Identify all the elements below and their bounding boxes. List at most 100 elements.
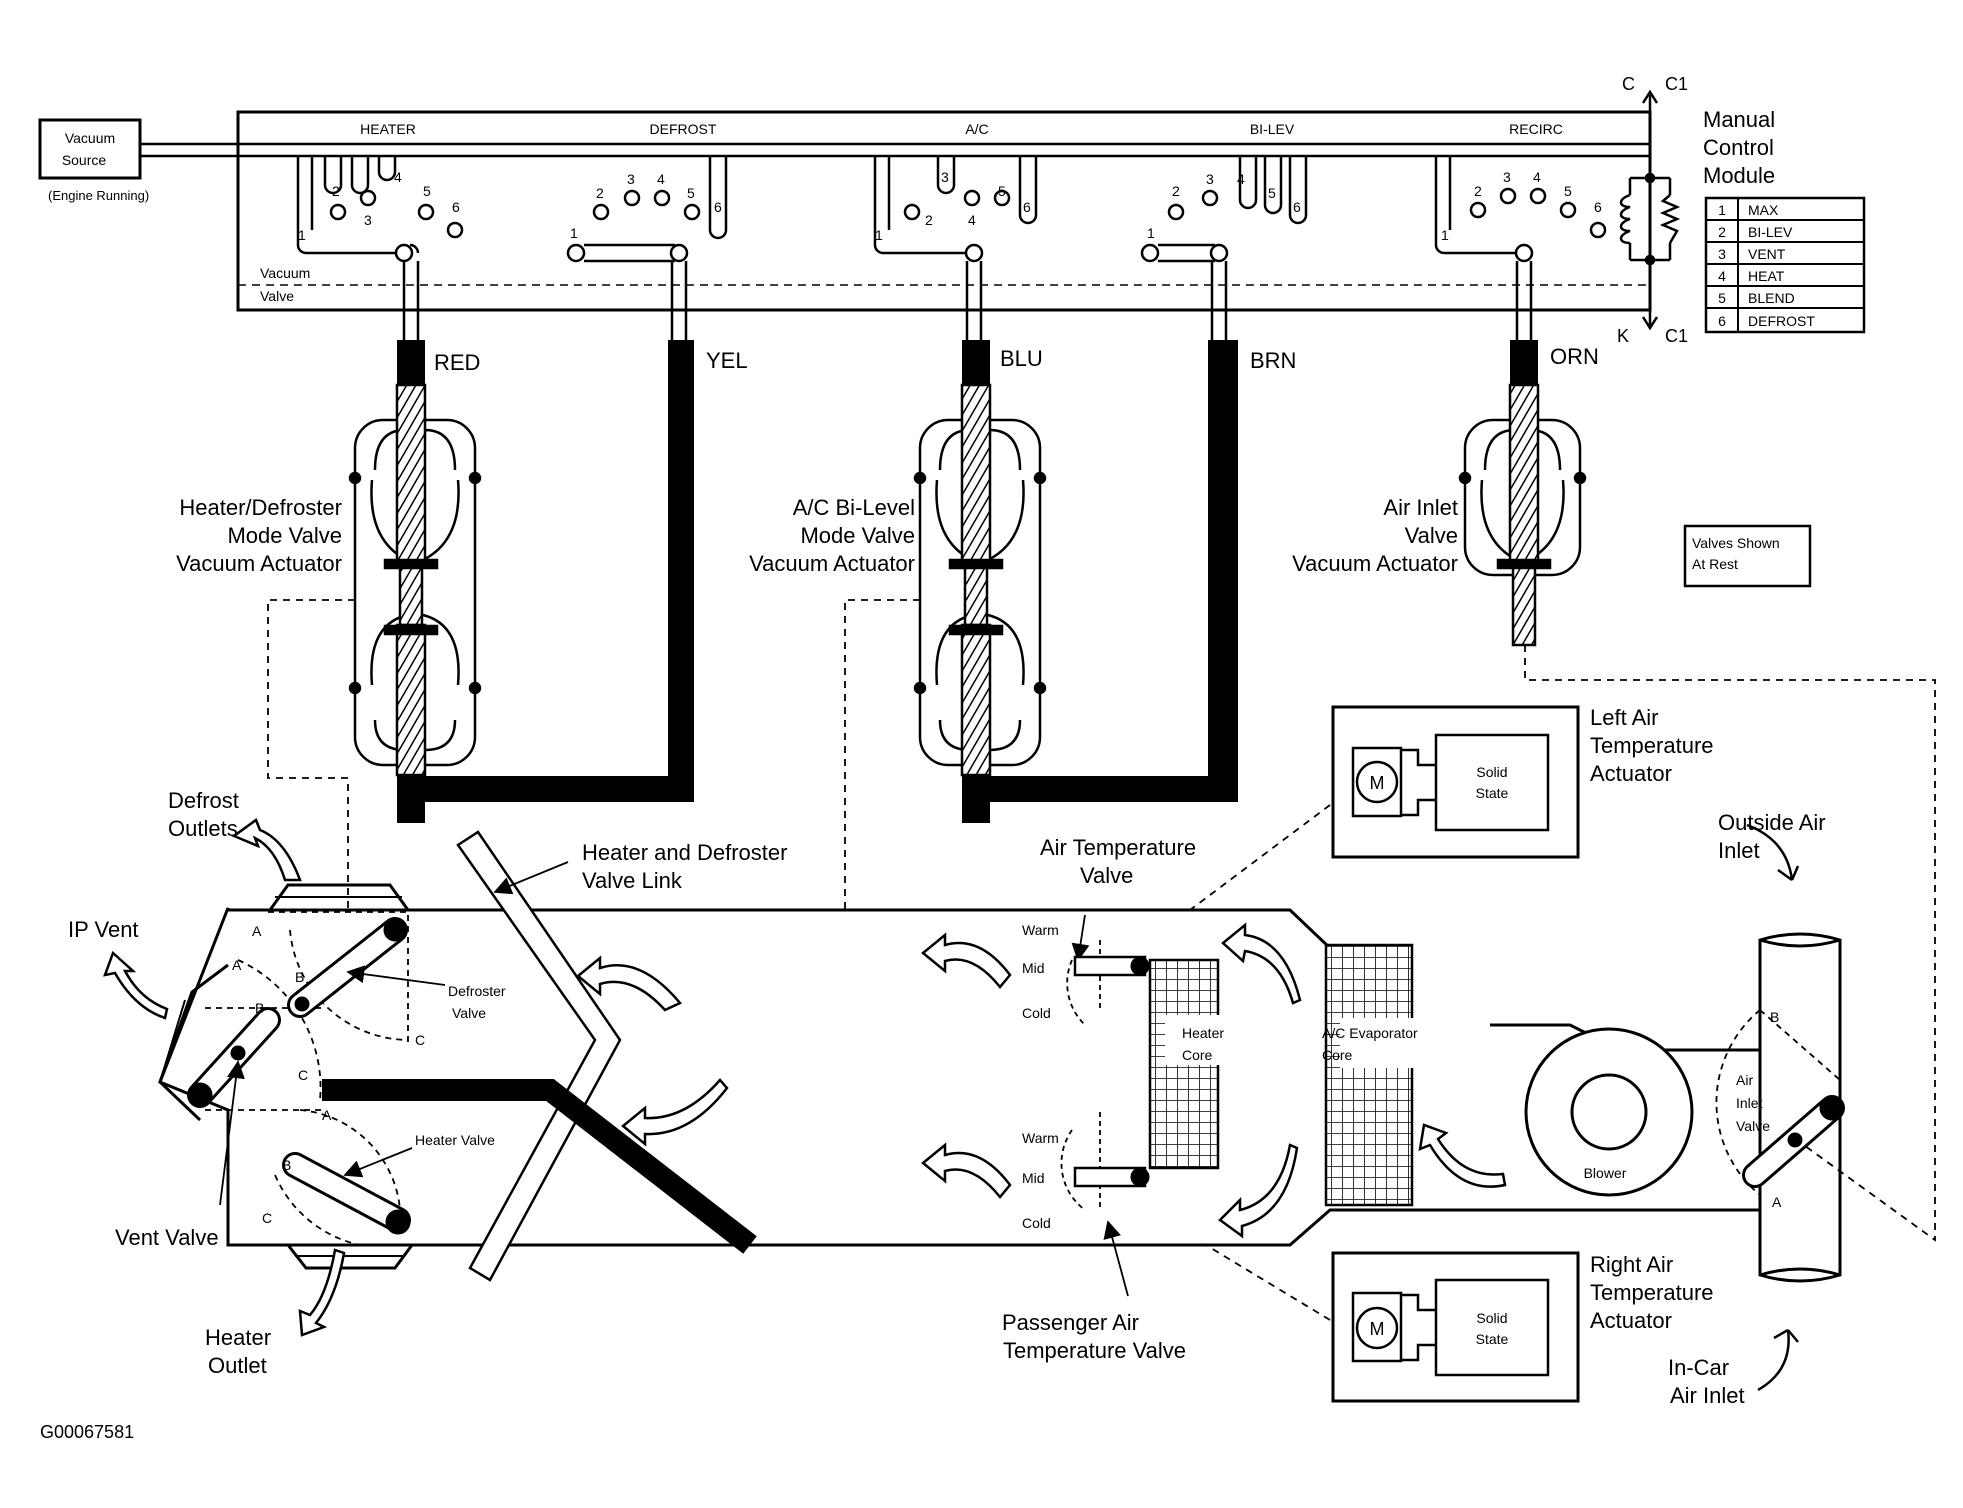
svg-text:Valve: Valve xyxy=(452,1005,486,1021)
svg-text:C: C xyxy=(415,1032,425,1048)
connector-bottom-c1: C1 xyxy=(1665,326,1688,346)
module-title-1: Manual xyxy=(1703,107,1775,132)
port-num: 3 xyxy=(941,169,949,185)
motor-icon xyxy=(1355,1306,1399,1350)
port-num: 5 xyxy=(1268,185,1276,201)
svg-text:Air Inlet: Air Inlet xyxy=(1383,495,1458,520)
vacuum-valve-label-1: Vacuum xyxy=(260,265,310,281)
hose-label-yel: YEL xyxy=(706,348,748,373)
svg-text:Valve Link: Valve Link xyxy=(582,868,683,893)
svg-text:Inlet: Inlet xyxy=(1736,1095,1763,1111)
connector-top-c: C xyxy=(1622,74,1635,94)
vent-valve-label: Vent Valve xyxy=(115,1225,219,1250)
module-title-2: Control xyxy=(1703,135,1774,160)
air-inlet-actuator-label: Air Inlet Valve Vacuum Actuator xyxy=(1292,495,1458,576)
motor-icon xyxy=(1355,760,1399,804)
arrow-icon xyxy=(921,932,1012,989)
svg-text:Core: Core xyxy=(1182,1047,1213,1063)
svg-text:Air: Air xyxy=(1736,1072,1753,1088)
svg-text:Right Air: Right Air xyxy=(1590,1252,1673,1277)
port-num: 4 xyxy=(1237,171,1245,187)
svg-text:Mid: Mid xyxy=(1022,1170,1045,1186)
svg-text:Heater/Defroster: Heater/Defroster xyxy=(179,495,342,520)
port-num: 2 xyxy=(925,212,933,228)
table-row-label: VENT xyxy=(1748,246,1786,262)
ip-vent-label: IP Vent xyxy=(68,917,139,942)
air-inlet-actuator xyxy=(1458,383,1587,647)
vacuum-source-note: (Engine Running) xyxy=(48,188,149,203)
table-row-num: 4 xyxy=(1718,268,1726,284)
arrow-icon xyxy=(621,1078,729,1147)
svg-text:A/C Evaporator: A/C Evaporator xyxy=(1322,1025,1418,1041)
arrow-icon xyxy=(231,818,302,882)
port-num: 2 xyxy=(1474,183,1482,199)
svg-text:C: C xyxy=(262,1210,272,1226)
port-num: 1 xyxy=(1441,227,1449,243)
port-num: 6 xyxy=(1023,199,1031,215)
port-num: 1 xyxy=(298,227,306,243)
module-valve-defrost xyxy=(566,156,728,340)
heater-defroster-link-label: Heater and Defroster xyxy=(582,840,787,865)
svg-text:Outlets: Outlets xyxy=(168,816,238,841)
svg-text:A: A xyxy=(1772,1194,1782,1210)
section-bilev: BI-LEV xyxy=(1250,121,1295,137)
svg-text:Actuator: Actuator xyxy=(1590,1308,1672,1333)
svg-text:Cold: Cold xyxy=(1022,1005,1051,1021)
svg-text:Solid: Solid xyxy=(1476,1310,1507,1326)
hose-label-brn: BRN xyxy=(1250,348,1296,373)
port-num: 2 xyxy=(596,185,604,201)
svg-text:Vacuum Actuator: Vacuum Actuator xyxy=(176,551,342,576)
positions-table: 1 MAX 2 BI-LEV 3 VENT 4 HEAT 5 BLEND 6 D… xyxy=(1704,196,1866,334)
outside-air-inlet-label: Outside Air xyxy=(1718,810,1826,835)
svg-text:A: A xyxy=(252,923,262,939)
svg-text:M: M xyxy=(1370,773,1385,793)
arrow-icon xyxy=(1418,1123,1507,1188)
port-num: 6 xyxy=(1293,199,1301,215)
svg-text:Heater: Heater xyxy=(1182,1025,1224,1041)
module-valve-heater xyxy=(296,156,464,340)
svg-text:Temperature: Temperature xyxy=(1590,733,1714,758)
ac-bilevel-actuator xyxy=(913,383,1047,777)
port-num: 3 xyxy=(1503,169,1511,185)
air-inlet-valve xyxy=(1715,1009,1845,1196)
arrow-icon xyxy=(298,1248,346,1337)
svg-text:Valve: Valve xyxy=(1736,1118,1770,1134)
svg-text:Warm: Warm xyxy=(1022,922,1059,938)
port-num: 2 xyxy=(1172,183,1180,199)
svg-text:B: B xyxy=(1770,1009,1779,1025)
svg-text:Outlet: Outlet xyxy=(208,1353,267,1378)
section-recirc: RECIRC xyxy=(1509,121,1563,137)
port-num: 4 xyxy=(657,171,665,187)
port-num: 6 xyxy=(1594,199,1602,215)
port-num: 3 xyxy=(364,212,372,228)
svg-text:Vacuum Actuator: Vacuum Actuator xyxy=(1292,551,1458,576)
port-num: 5 xyxy=(1564,183,1572,199)
port-num: 6 xyxy=(714,199,722,215)
svg-text:Mode Valve: Mode Valve xyxy=(227,523,342,548)
svg-text:Valve: Valve xyxy=(1080,863,1133,888)
arrow-icon xyxy=(1218,1143,1299,1239)
figure-id: G00067581 xyxy=(40,1422,134,1442)
port-num: 1 xyxy=(570,225,578,241)
blower: Blower xyxy=(1524,1027,1694,1197)
svg-text:Valves Shown: Valves Shown xyxy=(1692,535,1780,551)
connector-coil-resistor xyxy=(1619,89,1681,331)
air-temp-valve xyxy=(1066,940,1150,1026)
arrow-icon xyxy=(576,955,682,1012)
left-section-valves xyxy=(187,830,757,1282)
svg-text:State: State xyxy=(1476,1331,1509,1347)
svg-text:A/C Bi-Level: A/C Bi-Level xyxy=(793,495,915,520)
port-num: 1 xyxy=(875,227,883,243)
arrow-icon xyxy=(103,950,169,1020)
table-row-num: 2 xyxy=(1718,224,1726,240)
port-num: 6 xyxy=(452,199,460,215)
port-num: 2 xyxy=(332,183,340,199)
heater-outlet-label: Heater xyxy=(205,1325,271,1350)
table-row-label: DEFROST xyxy=(1748,313,1815,329)
svg-text:M: M xyxy=(1370,1319,1385,1339)
air-temp-valve-label: Air Temperature xyxy=(1040,835,1196,860)
table-row-label: MAX xyxy=(1748,202,1779,218)
port-num: 4 xyxy=(968,212,976,228)
svg-text:State: State xyxy=(1476,785,1509,801)
